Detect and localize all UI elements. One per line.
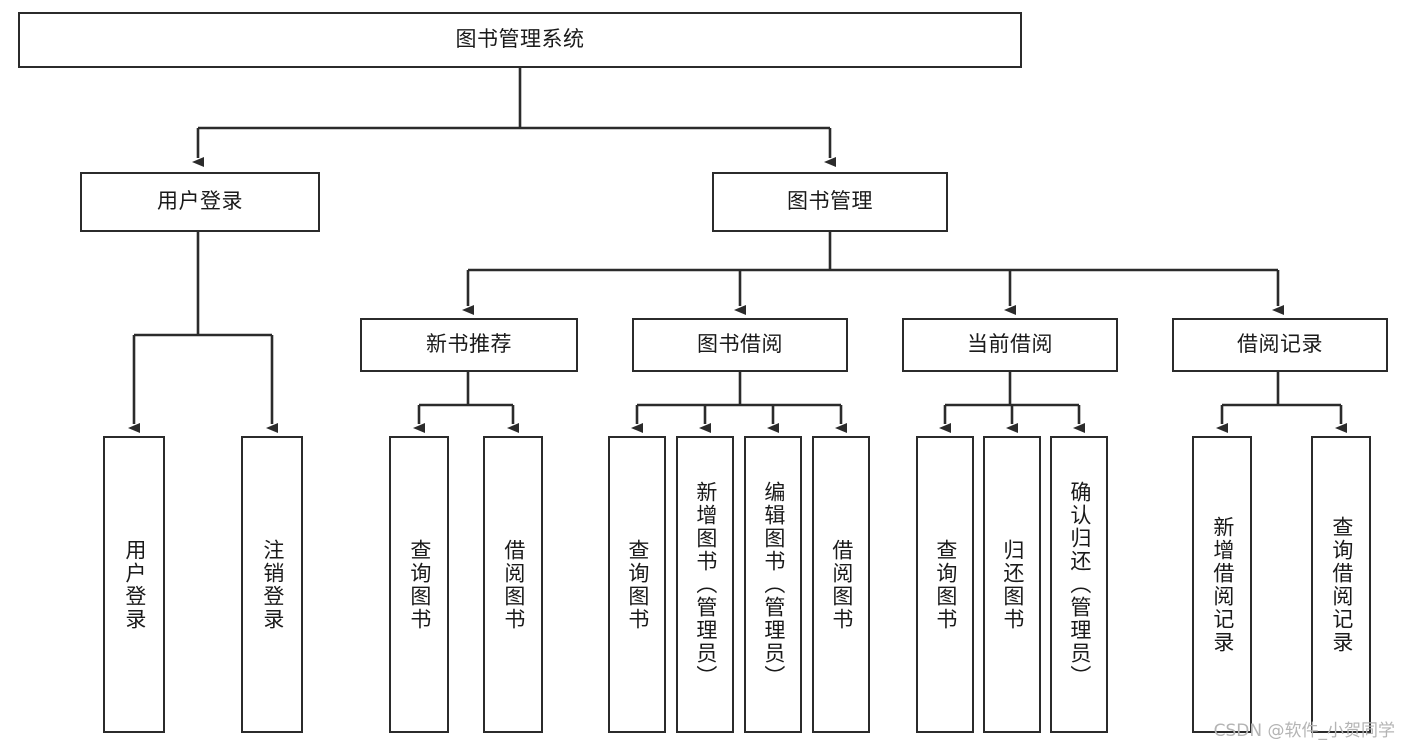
node-label: 新书推荐 (426, 332, 512, 357)
leaf-current-query[interactable]: 查询图书 (916, 436, 974, 733)
leaf-new-book-borrow[interactable]: 借阅图书 (483, 436, 543, 733)
leaf-user-login-login[interactable]: 用户登录 (103, 436, 165, 733)
node-label: 借阅图书 (501, 538, 526, 631)
node-label: 图书管理系统 (455, 27, 585, 52)
leaf-current-return[interactable]: 归还图书 (983, 436, 1041, 733)
node-book-borrow[interactable]: 图书借阅 (632, 318, 848, 372)
node-current-borrow[interactable]: 当前借阅 (902, 318, 1118, 372)
node-label: 查询借阅记录 (1329, 515, 1354, 654)
node-label: 借阅记录 (1237, 332, 1323, 357)
leaf-borrow-query[interactable]: 查询图书 (608, 436, 666, 733)
leaf-record-add[interactable]: 新增借阅记录 (1192, 436, 1252, 733)
node-label: 归还图书 (1000, 538, 1025, 631)
node-label: 新增借阅记录 (1210, 515, 1235, 654)
node-label: 借阅图书 (829, 538, 854, 631)
leaf-current-confirm-return-admin[interactable]: 确认归还（管理员） (1050, 436, 1108, 733)
node-label: 编辑图书（管理员） (761, 481, 786, 688)
leaf-record-query[interactable]: 查询借阅记录 (1311, 436, 1371, 733)
node-user-login[interactable]: 用户登录 (80, 172, 320, 232)
node-new-book-recommend[interactable]: 新书推荐 (360, 318, 578, 372)
node-book-management[interactable]: 图书管理 (712, 172, 948, 232)
node-label: 确认归还（管理员） (1067, 481, 1092, 688)
node-label: 查询图书 (933, 538, 958, 631)
node-label: 注销登录 (260, 538, 285, 631)
node-label: 查询图书 (625, 538, 650, 631)
node-label: 用户登录 (157, 189, 243, 214)
node-root-book-management-system[interactable]: 图书管理系统 (18, 12, 1022, 68)
node-label: 图书借阅 (697, 332, 783, 357)
node-label: 新增图书（管理员） (693, 481, 718, 688)
node-label: 用户登录 (122, 538, 147, 631)
leaf-new-book-query[interactable]: 查询图书 (389, 436, 449, 733)
leaf-borrow-edit-book-admin[interactable]: 编辑图书（管理员） (744, 436, 802, 733)
leaf-borrow-borrow-book[interactable]: 借阅图书 (812, 436, 870, 733)
leaf-user-login-logout[interactable]: 注销登录 (241, 436, 303, 733)
node-label: 查询图书 (407, 538, 432, 631)
leaf-borrow-add-book-admin[interactable]: 新增图书（管理员） (676, 436, 734, 733)
node-borrow-record[interactable]: 借阅记录 (1172, 318, 1388, 372)
node-label: 当前借阅 (967, 332, 1053, 357)
node-label: 图书管理 (787, 189, 873, 214)
